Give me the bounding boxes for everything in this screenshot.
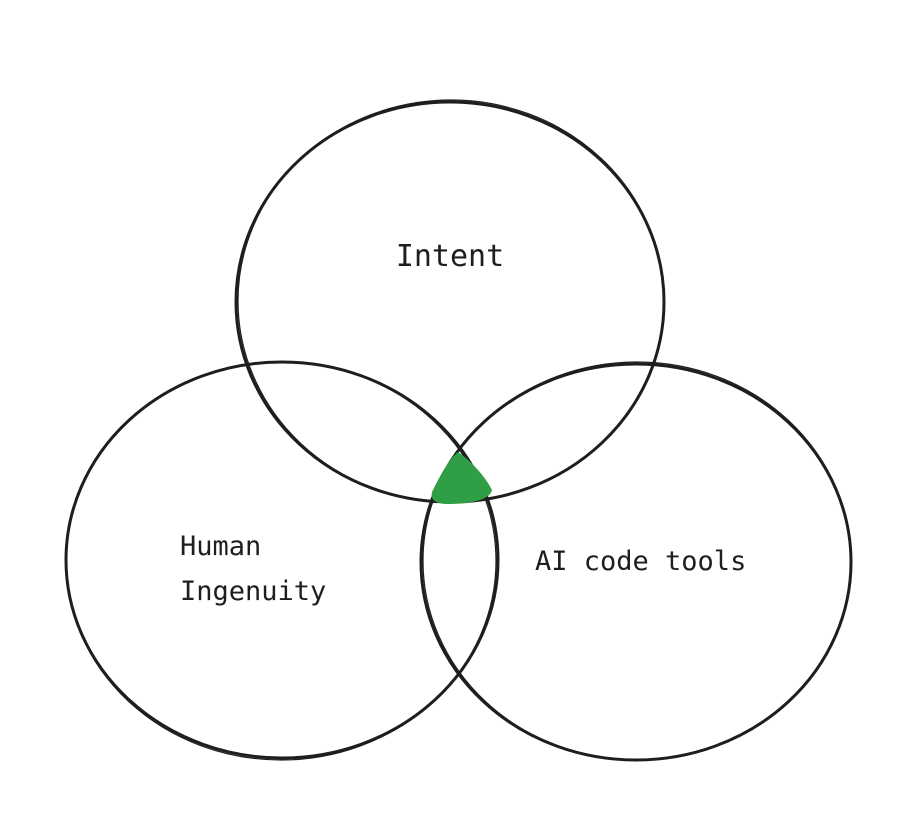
circle-human-ingenuity: [64, 360, 500, 760]
intersection-highlight: [431, 452, 492, 504]
label-human-line2: Ingenuity: [180, 576, 326, 607]
circle-intent: [234, 100, 666, 504]
label-intent: Intent: [396, 239, 504, 274]
label-human-line1: Human: [180, 531, 261, 562]
label-ai-code-tools: AI code tools: [535, 546, 746, 577]
